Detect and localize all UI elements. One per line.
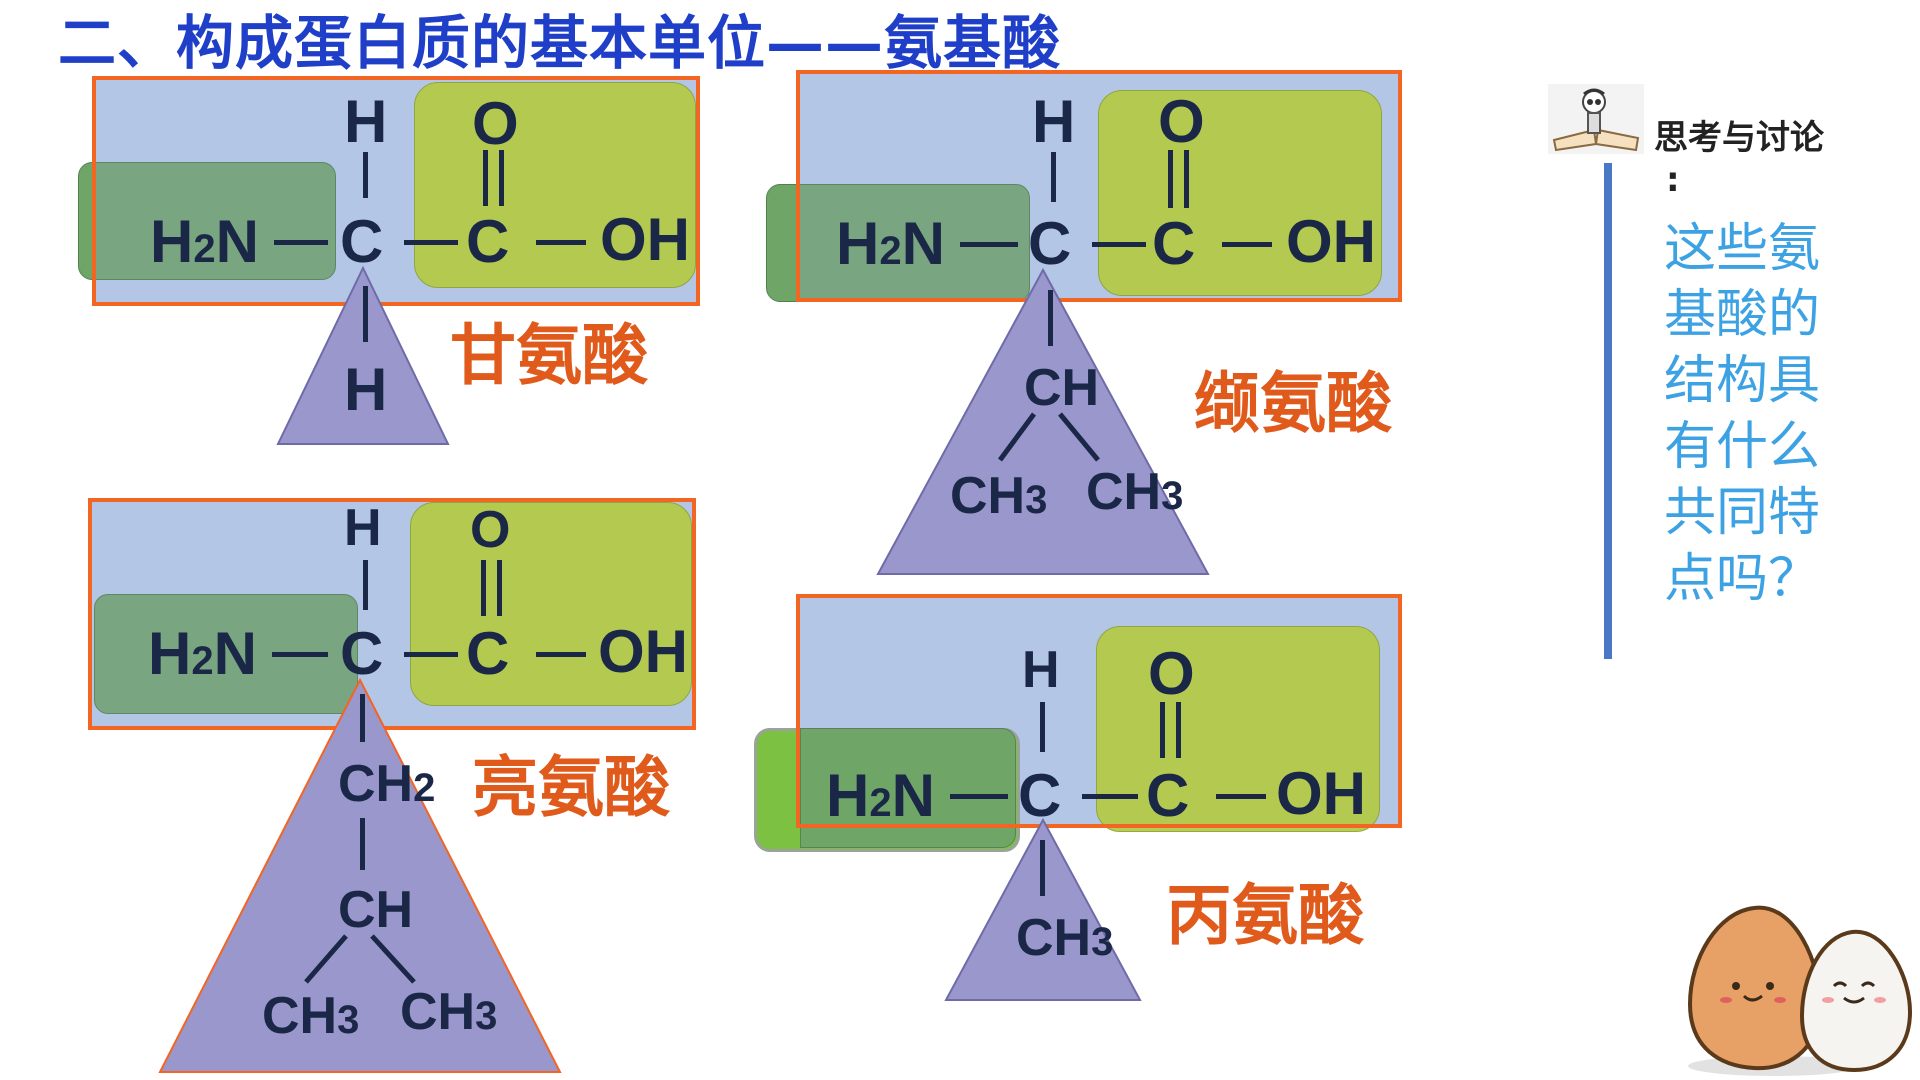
- bond: [404, 240, 458, 245]
- amino-acid-name: 丙氨酸: [1166, 877, 1364, 954]
- double-bond: [481, 560, 486, 616]
- r-group-ch3: CH3: [400, 983, 498, 1041]
- atom-oh: OH: [600, 206, 690, 273]
- bond: [1082, 794, 1138, 799]
- bond: [274, 240, 328, 245]
- bond: [1051, 152, 1056, 202]
- question-line: 这些氨: [1664, 219, 1821, 279]
- r-group-ch: CH: [338, 881, 414, 939]
- egg-mascots-illustration: [1687, 905, 1913, 1076]
- backbone-frame: [92, 76, 700, 306]
- double-bond: [499, 150, 504, 206]
- atom-c-alpha: C: [340, 208, 384, 275]
- amino-label: H2N: [148, 620, 257, 687]
- atom-c: C: [466, 208, 510, 275]
- bond: [363, 152, 368, 198]
- bond: [1216, 794, 1266, 799]
- bond: [1222, 242, 1272, 247]
- r-group-ch3: CH3: [1086, 463, 1184, 521]
- bond: [536, 652, 586, 657]
- atom-o: O: [472, 90, 519, 157]
- amino-label: H2N: [826, 762, 935, 829]
- bond: [1048, 290, 1053, 346]
- atom-oh: OH: [598, 618, 688, 685]
- r-group-ch3: CH3: [262, 987, 360, 1045]
- question-line: 基酸的: [1664, 285, 1821, 345]
- discussion-label: 思考与讨论: [1654, 118, 1824, 158]
- double-bond: [483, 150, 488, 206]
- r-group-ch3: CH3: [950, 467, 1048, 525]
- atom-o: O: [470, 501, 511, 559]
- atom-o: O: [1158, 88, 1205, 155]
- r-group-ch2: CH2: [338, 755, 436, 813]
- atom-c: C: [1146, 762, 1190, 829]
- r-group-ch: CH: [1024, 359, 1100, 417]
- double-bond: [497, 560, 502, 616]
- atom-oh: OH: [1286, 208, 1376, 275]
- atom-c-alpha: C: [1028, 210, 1072, 277]
- r-group-triangle: [876, 267, 1210, 575]
- double-bond: [1176, 702, 1181, 758]
- bond: [272, 652, 328, 657]
- amino-label: H2N: [150, 208, 259, 275]
- question-line: 点吗？: [1664, 549, 1821, 609]
- backbone-frame: [796, 594, 1402, 828]
- carboxyl-group-box: [410, 502, 692, 706]
- double-bond: [1168, 150, 1173, 208]
- bond: [1092, 242, 1146, 247]
- bond: [360, 694, 365, 742]
- atom-h: H: [1032, 88, 1076, 155]
- amino-group-box: [800, 728, 1016, 848]
- bond: [1040, 702, 1045, 752]
- backbone-frame: [88, 498, 696, 730]
- backbone-frame: [796, 70, 1402, 302]
- amino-group-box: [78, 162, 336, 280]
- question-line: 共同特: [1664, 483, 1821, 543]
- amino-acid-name: 亮氨酸: [472, 749, 670, 826]
- bond: [360, 818, 365, 870]
- r-group-triangle: [158, 677, 562, 1073]
- bond: [363, 560, 368, 610]
- reading-figure-icon: [1548, 84, 1644, 154]
- branch-bonds: [304, 934, 416, 984]
- bond: [536, 240, 586, 245]
- r-group-triangle: [276, 265, 450, 445]
- bond: [363, 286, 368, 342]
- branch-bonds: [997, 412, 1100, 462]
- atom-h: H: [344, 88, 388, 155]
- double-bond: [1184, 150, 1189, 208]
- carboxyl-group-box: [1098, 90, 1382, 296]
- discussion-question: 这些氨 基酸的 结构具 有什么 共同特 点吗？: [1664, 216, 1844, 612]
- atom-c-alpha: C: [1018, 762, 1062, 829]
- atom-c: C: [1152, 210, 1196, 277]
- atom-h: H: [1022, 641, 1060, 699]
- bond: [950, 794, 1008, 799]
- atom-c: C: [466, 620, 510, 687]
- double-bond: [1160, 702, 1165, 758]
- atom-o: O: [1148, 640, 1195, 707]
- discussion-colon: :: [1666, 160, 1680, 200]
- page-title: 二、构成蛋白质的基本单位——氨基酸: [58, 9, 1062, 77]
- bond: [1040, 840, 1045, 896]
- question-line: 有什么: [1664, 417, 1821, 477]
- r-group-ch3: CH3: [1016, 909, 1114, 967]
- carboxyl-group-box: [414, 82, 696, 288]
- bond: [960, 242, 1018, 247]
- atom-h: H: [344, 499, 382, 557]
- atom-oh: OH: [1276, 760, 1366, 827]
- atom-c-alpha: C: [340, 620, 384, 687]
- amino-acid-name: 缬氨酸: [1194, 365, 1392, 442]
- amino-label: H2N: [836, 210, 945, 277]
- amino-acid-name: 甘氨酸: [450, 317, 648, 394]
- r-group-h: H: [344, 356, 388, 423]
- r-group-triangle: [944, 817, 1142, 1001]
- sidebar-accent-bar: [1604, 163, 1612, 659]
- bond: [404, 652, 458, 657]
- question-line: 结构具: [1664, 351, 1821, 411]
